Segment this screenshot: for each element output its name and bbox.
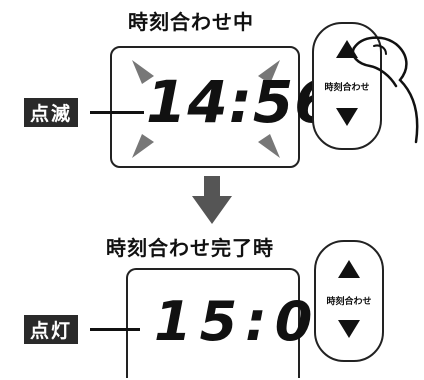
time-set-button-top[interactable]: 時刻合わせ (312, 22, 382, 150)
blink-label: 点滅 (24, 98, 79, 127)
leader-line-blinking (90, 111, 144, 114)
time-display-blinking: 14:56 (146, 68, 336, 136)
up-triangle-icon[interactable] (338, 260, 360, 278)
button-label-bottom: 時刻合わせ (326, 297, 372, 307)
complete-title: 時刻合わせ完了時 (106, 236, 274, 260)
down-triangle-icon[interactable] (336, 108, 358, 126)
lit-label: 点灯 (24, 315, 79, 344)
leader-line-lit (90, 328, 140, 331)
blink-mark-top-left (132, 60, 154, 84)
button-label-top: 時刻合わせ (324, 83, 370, 93)
blink-mark-top-right (258, 60, 280, 84)
down-triangle-icon[interactable] (338, 320, 360, 338)
blink-mark-bottom-right (258, 134, 280, 158)
blink-indicator-icon (132, 60, 280, 158)
time-set-button-bottom[interactable]: 時刻合わせ (314, 240, 384, 362)
finger-press-icon (351, 36, 419, 144)
display-panel-setting: 14:56 (110, 46, 335, 168)
setting-title: 時刻合わせ中 (128, 10, 254, 34)
down-arrow-icon (192, 176, 232, 224)
blink-mark-bottom-left (132, 134, 154, 158)
display-panel-complete: 15:01 (126, 268, 358, 378)
